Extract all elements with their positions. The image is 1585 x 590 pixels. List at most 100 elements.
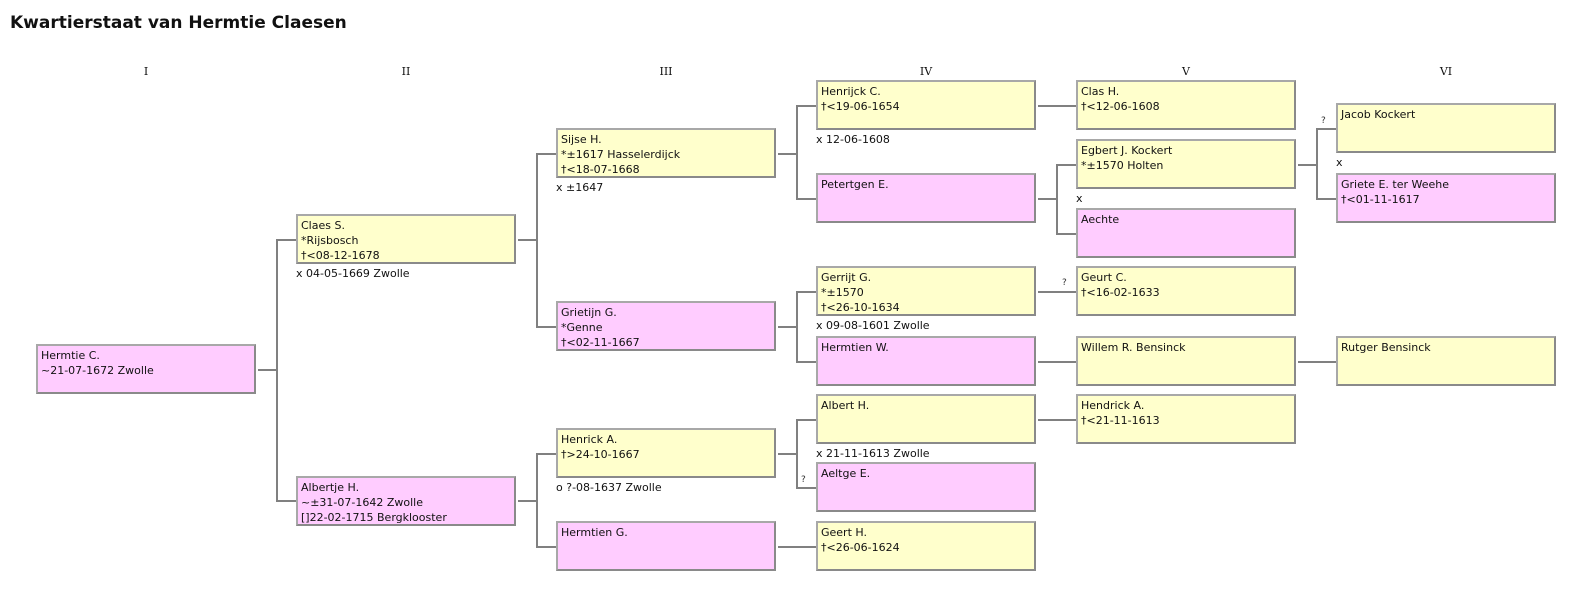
person-event: †>24-10-1667 <box>561 448 640 461</box>
connector-line <box>1316 198 1336 200</box>
person-box-sijse-h[interactable]: Sijse H.*±1617 Hasselerdijck†<18-07-1668 <box>556 128 776 178</box>
person-name: Albert H. <box>821 399 870 412</box>
person-box-albert-h[interactable]: Albert H. <box>816 394 1036 444</box>
person-box-henrick-a[interactable]: Henrick A. †>24-10-1667 <box>556 428 776 478</box>
person-event: †<01-11-1617 <box>1341 193 1420 206</box>
person-name: Sijse H. <box>561 133 602 146</box>
connector-line <box>796 361 816 363</box>
person-text: Aeltge E. <box>818 464 1034 483</box>
person-box-hermtie-c[interactable]: Hermtie C. ~21-07-1672 Zwolle <box>36 344 256 394</box>
connector-line <box>1038 419 1076 421</box>
person-name: Petertgen E. <box>821 178 889 191</box>
person-box-egbert-j-kockert[interactable]: Egbert J. Kockert*±1570 Holten <box>1076 139 1296 189</box>
person-text: Griete E. ter Weehe†<01-11-1617 <box>1338 175 1554 209</box>
person-name: Claes S. <box>301 219 345 232</box>
connector-line <box>796 198 816 200</box>
connector-line <box>1038 291 1076 293</box>
generation-label-3: III <box>659 65 673 78</box>
person-name: Hendrick A. <box>1081 399 1145 412</box>
person-box-geurt-c[interactable]: Geurt C.†<16-02-1633 <box>1076 266 1296 316</box>
person-box-claes-s[interactable]: Claes S.*Rijsbosch†<08-12-1678 <box>296 214 516 264</box>
person-box-aeltge-e[interactable]: Aeltge E. <box>816 462 1036 512</box>
person-box-jacob-kockert[interactable]: Jacob Kockert <box>1336 103 1556 153</box>
connector-line <box>796 419 798 488</box>
person-event: †<26-10-1634 <box>821 301 900 314</box>
connector-line <box>276 239 296 241</box>
person-event: *±1570 Holten <box>1081 159 1164 172</box>
connector-line <box>796 291 798 362</box>
uncertain-marker: ? <box>1062 278 1067 288</box>
person-event: †<26-06-1624 <box>821 541 900 554</box>
person-name: Willem R. Bensinck <box>1081 341 1186 354</box>
connector-line <box>1298 361 1336 363</box>
person-name: Henrick A. <box>561 433 618 446</box>
person-text: Hermtien G. <box>558 523 774 542</box>
person-box-aechte[interactable]: Aechte <box>1076 208 1296 258</box>
person-box-albertje-h[interactable]: Albertje H.~±31-07-1642 Zwolle[]22-02-17… <box>296 476 516 526</box>
connector-line <box>276 239 278 501</box>
person-name: Aeltge E. <box>821 467 871 480</box>
person-text: Clas H.†<12-06-1608 <box>1078 82 1294 116</box>
person-event: *Rijsbosch <box>301 234 359 247</box>
person-box-hermtien-g[interactable]: Hermtien G. <box>556 521 776 571</box>
person-name: Henrijck C. <box>821 85 881 98</box>
person-text: Henrick A. †>24-10-1667 <box>558 430 774 464</box>
person-name: Geurt C. <box>1081 271 1127 284</box>
generation-label-5: V <box>1182 65 1190 78</box>
page-title: Kwartierstaat van Hermtie Claesen <box>10 13 347 33</box>
person-box-henrijck-c[interactable]: Henrijck C.†<19-06-1654 <box>816 80 1036 130</box>
connector-line <box>536 546 556 548</box>
connector-line <box>1316 128 1318 199</box>
person-text: Claes S.*Rijsbosch†<08-12-1678 <box>298 216 514 265</box>
person-name: Jacob Kockert <box>1341 108 1416 121</box>
person-box-grietijn-g[interactable]: Grietijn G. *Genne †<02-11-1667 <box>556 301 776 351</box>
person-name: Hermtien W. <box>821 341 889 354</box>
person-box-griete-e-ter-weehe[interactable]: Griete E. ter Weehe†<01-11-1617 <box>1336 173 1556 223</box>
generation-label-2: II <box>401 65 411 78</box>
person-name: Hermtie C. <box>41 349 100 362</box>
person-text: Egbert J. Kockert*±1570 Holten <box>1078 141 1294 175</box>
connector-line <box>1038 198 1056 200</box>
connector-line <box>258 369 276 371</box>
uncertain-marker: ? <box>1321 116 1326 126</box>
connector-line <box>1038 105 1076 107</box>
person-text: Albert H. <box>818 396 1034 415</box>
person-event: ~±31-07-1642 Zwolle <box>301 496 423 509</box>
connector-line <box>1298 164 1316 166</box>
person-box-gerrijt-g[interactable]: Gerrijt G.*±1570†<26-10-1634 <box>816 266 1036 316</box>
person-box-willem-r-bensinck[interactable]: Willem R. Bensinck <box>1076 336 1296 386</box>
connector-line <box>518 239 536 241</box>
marriage-note: x ±1647 <box>556 181 604 194</box>
person-text: Grietijn G. *Genne †<02-11-1667 <box>558 303 774 352</box>
person-box-hermtien-w[interactable]: Hermtien W. <box>816 336 1036 386</box>
marriage-note: x <box>1076 192 1083 205</box>
connector-line <box>1038 361 1076 363</box>
person-box-petertgen-e[interactable]: Petertgen E. <box>816 173 1036 223</box>
person-name: Hermtien G. <box>561 526 628 539</box>
person-text: Henrijck C.†<19-06-1654 <box>818 82 1034 116</box>
marriage-note: x 21-11-1613 Zwolle <box>816 447 930 460</box>
connector-line <box>778 153 796 155</box>
person-event: †<12-06-1608 <box>1081 100 1160 113</box>
person-name: Grietijn G. <box>561 306 617 319</box>
connector-line <box>778 326 796 328</box>
person-box-rutger-bensinck[interactable]: Rutger Bensinck <box>1336 336 1556 386</box>
person-event: *Genne <box>561 321 603 334</box>
uncertain-marker: ? <box>801 475 806 485</box>
connector-line <box>536 153 538 327</box>
person-box-geert-h[interactable]: Geert H.†<26-06-1624 <box>816 521 1036 571</box>
person-event: ~21-07-1672 Zwolle <box>41 364 154 377</box>
person-event: *±1617 Hasselerdijck <box>561 148 681 161</box>
connector-line <box>518 500 536 502</box>
connector-line <box>796 487 816 489</box>
marriage-note: x 12-06-1608 <box>816 133 890 146</box>
person-box-hendrick-a[interactable]: Hendrick A.†<21-11-1613 <box>1076 394 1296 444</box>
person-text: Sijse H.*±1617 Hasselerdijck†<18-07-1668 <box>558 130 774 179</box>
person-text: Gerrijt G.*±1570†<26-10-1634 <box>818 268 1034 317</box>
person-event: †<02-11-1667 <box>561 336 640 349</box>
connector-line <box>536 453 556 455</box>
connector-line <box>276 500 296 502</box>
person-name: Aechte <box>1081 213 1120 226</box>
connector-line <box>1056 164 1058 234</box>
person-box-clas-h[interactable]: Clas H.†<12-06-1608 <box>1076 80 1296 130</box>
